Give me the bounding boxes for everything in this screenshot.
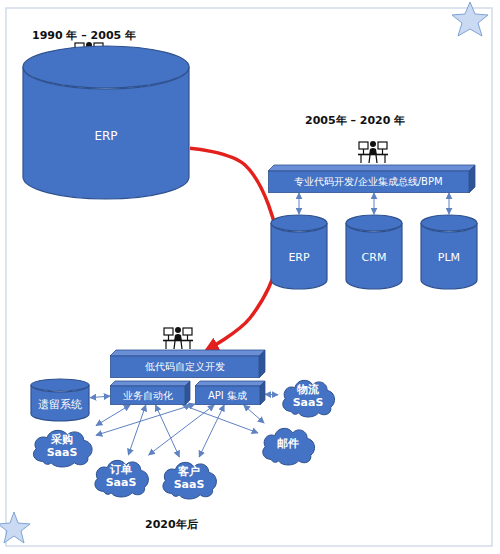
node-text: ERP xyxy=(94,129,117,143)
node-text: 采购 SaaS xyxy=(42,433,82,459)
star-decoration xyxy=(452,2,488,36)
integration-link xyxy=(299,193,300,214)
saas-cloud: 物流 SaaS xyxy=(278,375,338,417)
node-text: 客户 SaaS xyxy=(169,465,209,491)
cyl-outline xyxy=(22,45,190,200)
database-cylinder: ERP xyxy=(270,214,328,290)
database-cylinder: CRM xyxy=(345,214,403,290)
integration-link xyxy=(128,405,145,455)
integration-link xyxy=(156,405,180,457)
saas-cloud: 邮件 xyxy=(258,423,318,465)
database-cylinder: 遗留系统 xyxy=(30,378,90,422)
node-text: 物流 SaaS xyxy=(288,383,328,409)
star-decoration xyxy=(0,512,30,543)
user-icon xyxy=(358,141,388,163)
node-text: 业务自动化 xyxy=(123,390,173,402)
evolution-arrow xyxy=(190,148,278,350)
database-cylinder: ERP xyxy=(22,45,190,200)
node-text: 遗留系统 xyxy=(38,398,82,411)
integration-link xyxy=(96,404,195,435)
process-box: 业务自动化 xyxy=(110,381,190,405)
saas-cloud: 采购 SaaS xyxy=(28,425,96,467)
user-icon xyxy=(163,327,193,349)
process-box: API 集成 xyxy=(195,381,265,405)
node-text: 专业代码开发/企业集成总线/BPM xyxy=(294,176,442,188)
integration-link xyxy=(90,396,110,398)
period-label: 2020年后 xyxy=(145,517,198,532)
period-label: 2005年 – 2020 年 xyxy=(305,113,405,128)
integration-link xyxy=(96,405,130,426)
integration-link xyxy=(182,405,258,433)
saas-cloud: 客户 SaaS xyxy=(158,457,220,499)
period-label: 1990 年 – 2005 年 xyxy=(32,28,136,43)
integration-link xyxy=(374,193,375,214)
node-text: 订单 SaaS xyxy=(101,463,141,489)
integration-link xyxy=(449,193,450,214)
node-text: CRM xyxy=(362,251,387,264)
node-text: PLM xyxy=(438,251,460,264)
platform-band: 专业代码开发/企业集成总线/BPM xyxy=(268,165,475,193)
node-text: 邮件 xyxy=(277,437,299,450)
saas-cloud: 订单 SaaS xyxy=(90,455,152,497)
node-text: API 集成 xyxy=(208,390,247,402)
node-text: 低代码自定义开发 xyxy=(145,361,225,373)
integration-link xyxy=(244,405,264,423)
node-text: ERP xyxy=(288,251,309,264)
database-cylinder: PLM xyxy=(420,214,478,290)
integration-link xyxy=(149,405,215,455)
integration-link xyxy=(199,405,224,457)
page-frame xyxy=(6,8,492,546)
integration-link xyxy=(265,394,278,396)
platform-box: 低代码自定义开发 xyxy=(110,350,265,378)
